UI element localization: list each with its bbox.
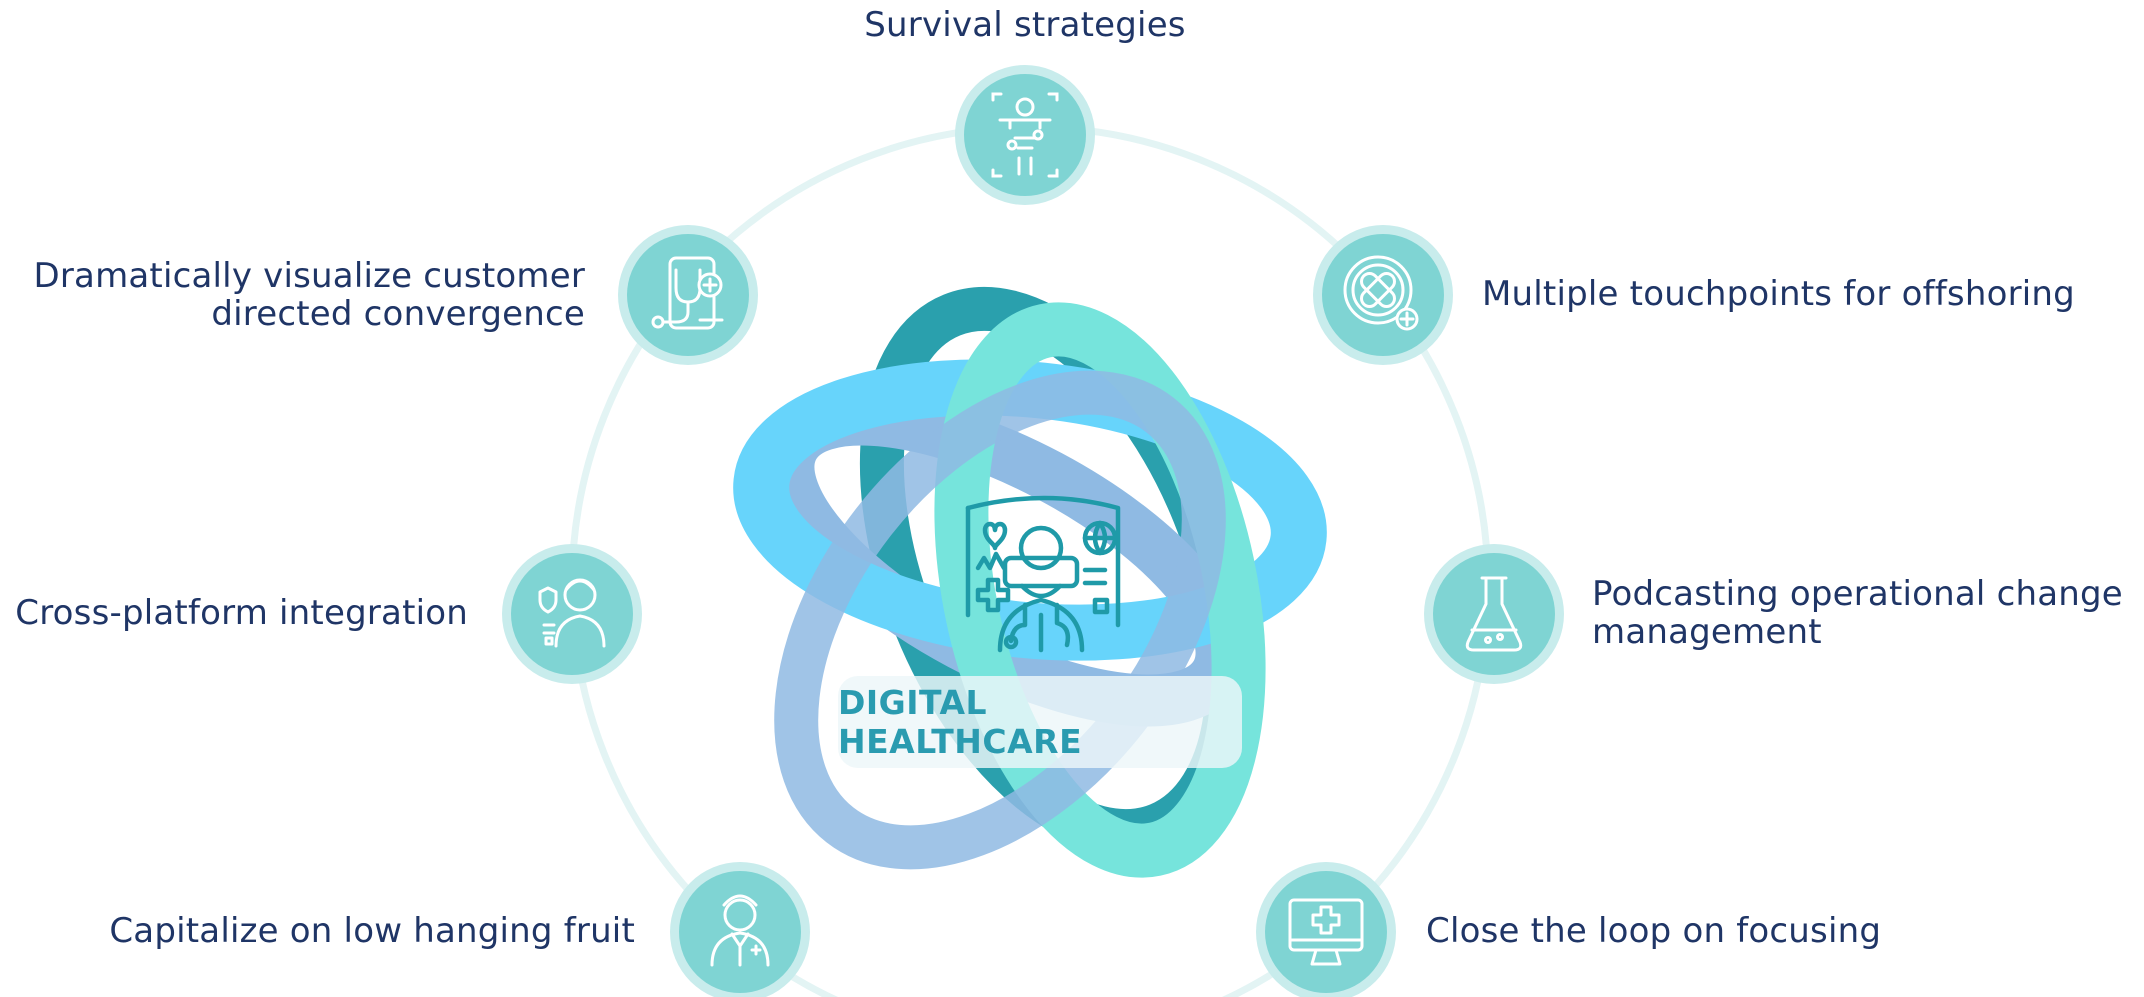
node-3-label-line-1: Podcasting operational change bbox=[1592, 574, 2123, 614]
node-5 bbox=[670, 862, 810, 997]
node-4-label: Close the loop on focusing bbox=[1426, 912, 1881, 950]
node-6 bbox=[502, 544, 642, 684]
node-3 bbox=[1424, 544, 1564, 684]
body-scan-icon bbox=[991, 92, 1059, 178]
node-1 bbox=[955, 65, 1095, 205]
node-1-label-line-1: Survival strategies bbox=[864, 5, 1186, 45]
node-7 bbox=[618, 225, 758, 365]
node-5-label-line-1: Capitalize on low hanging fruit bbox=[109, 911, 635, 951]
flask-icon bbox=[1465, 576, 1523, 652]
node-2 bbox=[1313, 225, 1453, 365]
node-7-label-line-1: Dramatically visualize customer bbox=[33, 256, 585, 296]
node-7-label-line-2: directed convergence bbox=[211, 294, 585, 334]
phone-stethoscope-icon bbox=[651, 256, 724, 330]
node-4-label-line-1: Close the loop on focusing bbox=[1426, 911, 1882, 951]
bandage-icon bbox=[1343, 255, 1419, 331]
center-title: DIGITAL HEALTHCARE bbox=[838, 676, 1242, 768]
node-1-label: Survival strategies bbox=[825, 6, 1225, 44]
node-2-label-line-1: Multiple touchpoints for offshoring bbox=[1482, 274, 2075, 314]
patient-icon bbox=[538, 578, 606, 648]
monitor-cross-icon bbox=[1288, 898, 1364, 966]
node-6-label: Cross-platform integration bbox=[0, 594, 468, 632]
node-5-label: Capitalize on low hanging fruit bbox=[85, 912, 635, 950]
node-7-label: Dramatically visualize customer directed… bbox=[20, 257, 585, 333]
node-6-label-line-1: Cross-platform integration bbox=[15, 593, 468, 633]
node-4 bbox=[1256, 862, 1396, 997]
node-3-label-line-2: management bbox=[1592, 612, 1822, 652]
vr-doctor-icon bbox=[965, 495, 1121, 653]
woven-bands bbox=[733, 286, 1327, 878]
doctor-icon bbox=[710, 894, 770, 967]
node-3-label: Podcasting operational change management bbox=[1592, 575, 2123, 651]
node-2-label: Multiple touchpoints for offshoring bbox=[1482, 275, 2075, 313]
